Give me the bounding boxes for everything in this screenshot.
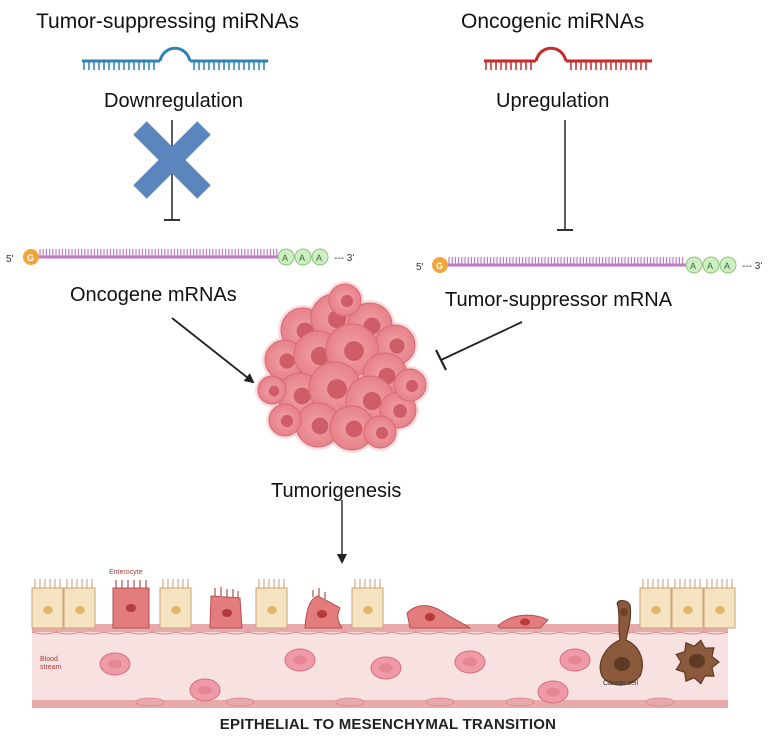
right-inhibition-line [557, 120, 573, 231]
tumorigenesis-label: Tumorigenesis [271, 480, 402, 502]
oncogenic-mirna-icon [484, 46, 652, 70]
suppression-inhibition-arrow [435, 321, 523, 371]
enterocyte-label: Enterocyte [109, 569, 143, 576]
poly-a-letter: A [282, 253, 288, 263]
poly-a-letter: A [316, 253, 322, 263]
poly-a-icon [311, 248, 329, 266]
cap-icon-left [23, 249, 39, 265]
enterocyte-cell [112, 580, 150, 629]
poly-a-icon [294, 248, 312, 266]
poly-a-icon [277, 248, 295, 266]
mesenchymal-cell [406, 605, 472, 629]
tumor-suppressor-mrna-label: Tumor-suppressor mRNA [445, 289, 673, 311]
poly-a-icon [702, 256, 720, 274]
three-prime-label-right: --- 3' [742, 261, 762, 272]
poly-a-icon [719, 256, 737, 274]
poly-a-letter: A [724, 261, 730, 271]
cap-label-left: G [27, 253, 34, 263]
blocked-cross-icon [133, 121, 211, 199]
mesenchymal-cell [497, 614, 549, 629]
tumor-suppressing-mirna-title: Tumor-suppressing miRNAs [36, 10, 299, 33]
cap-label-right: G [436, 261, 443, 271]
cap-icon-right [432, 257, 448, 273]
upregulation-label: Upregulation [496, 90, 610, 112]
oncogene-mrna-strand: 5' G A A A --- 3' [6, 248, 354, 266]
three-prime-label-left: --- 3' [334, 253, 354, 264]
poly-a-letter: A [690, 261, 696, 271]
tumor-cluster-icon [255, 281, 429, 453]
five-prime-label-right: 5' [416, 262, 424, 273]
emt-tissue-illustration [31, 579, 736, 708]
cancer-cell-label: Cancer cell [603, 680, 639, 687]
five-prime-label-left: 5' [6, 254, 14, 265]
oncogenic-mirna-title: Oncogenic miRNAs [461, 10, 645, 33]
intravasating-cancer-cell-icon [599, 600, 643, 686]
transforming-cell [304, 588, 343, 629]
cancer-cell-icon [675, 639, 720, 685]
tumor-suppressor-mrna-strand: 5' G A A A --- 3' [416, 256, 762, 274]
activation-arrow [171, 317, 255, 384]
downregulation-label: Downregulation [104, 90, 243, 112]
poly-a-letter: A [299, 253, 305, 263]
tumor-suppressing-mirna-icon [82, 46, 268, 70]
oncogene-mrna-label: Oncogene mRNAs [70, 284, 237, 306]
poly-a-icon [685, 256, 703, 274]
transforming-cell [209, 587, 243, 629]
blood-stream-label: Blood stream [40, 656, 62, 671]
emt-caption: EPITHELIAL TO MESENCHYMAL TRANSITION [219, 716, 557, 733]
poly-a-letter: A [707, 261, 713, 271]
